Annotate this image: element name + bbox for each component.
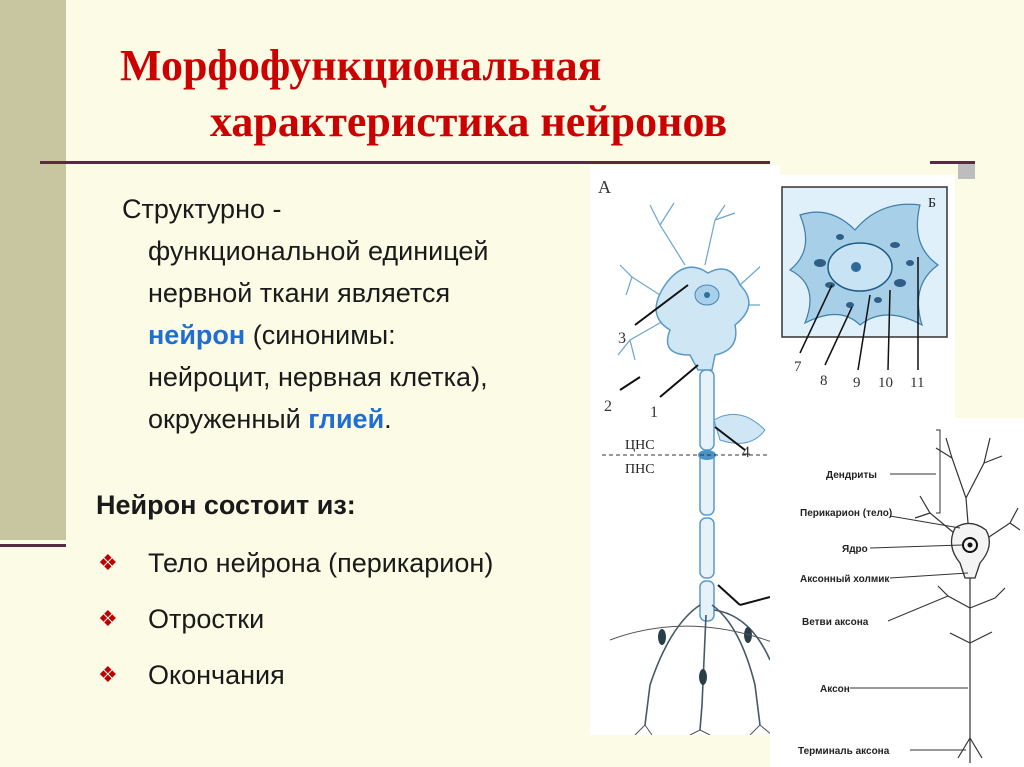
figure-neuron-a: А ЦНС ПНС 3 2 1 4 [590,165,780,735]
intro-line-5: нейроцит, нервная клетка), [148,362,488,392]
figure-b-number: 7 [794,359,802,375]
term-neuron: нейрон [148,320,246,350]
figure-b-number: 9 [853,375,861,391]
figure-c-label: Дендриты [826,470,877,481]
term-glia: глией [308,404,385,434]
figure-c-label: Аксон [820,684,850,695]
list-item: ❖ Отростки [96,591,493,647]
intro-line-6-suffix: . [384,404,392,434]
title-divider [40,161,770,164]
intro-line-3: нервной ткани является [148,278,451,308]
figure-neuron-labeled: Дендриты Перикарион (тело) Ядро Аксонный… [770,418,1024,767]
figure-c-label: Ядро [842,544,868,555]
diamond-bullet-icon: ❖ [98,662,118,687]
figure-a-number: 2 [604,398,612,415]
figure-b-number: 11 [910,375,924,391]
intro-paragraph: Структурно - функциональной единицей нер… [100,188,590,440]
intro-line-1: Структурно - [122,194,282,224]
figure-c-label: Ветви аксона [802,617,869,628]
title-line-1: Морфофункциональная [120,41,602,90]
list-item-label: Окончания [148,660,285,690]
title-line-2: характеристика нейронов [210,97,728,146]
intro-line-4-rest: (синонимы: [245,320,396,350]
title-divider-right [930,161,975,164]
figure-c-label: Перикарион (тело) [800,508,892,519]
figure-a-number: 1 [650,404,658,421]
side-divider [0,544,66,547]
slide-title: Морфофункциональная характеристика нейро… [70,38,930,150]
figure-a-number: 3 [618,330,626,347]
figure-a-label: А [598,177,611,197]
figure-b-label: Б [928,196,936,211]
list-item-label: Отростки [148,604,265,634]
figure-c-label: Терминаль аксона [798,746,890,757]
diamond-bullet-icon: ❖ [98,550,118,575]
intro-line-4: нейрон (синонимы: [100,314,590,356]
figure-b-number: 10 [878,375,893,391]
list-item: ❖ Тело нейрона (перикарион) [96,535,493,591]
figure-b-number: 8 [820,373,828,389]
cell-body-c [950,522,991,579]
decorative-block [958,164,975,179]
pns-label: ПНС [625,462,655,477]
figure-a-number: 4 [742,444,750,461]
list-item: ❖ Окончания [96,647,493,703]
composed-heading: Нейрон состоит из: [96,490,356,520]
figure-c-label: Аксонный холмик [800,574,890,585]
side-bar [0,0,66,540]
cell-body-a [655,266,750,371]
intro-line-2: функциональной единицей [148,236,489,266]
intro-line-6: окруженный глией. [100,398,590,440]
cns-label: ЦНС [625,438,655,453]
component-list: ❖ Тело нейрона (перикарион) ❖ Отростки ❖ Ок… [96,535,493,703]
list-item-label: Тело нейрона (перикарион) [148,548,494,578]
diamond-bullet-icon: ❖ [98,606,118,631]
figure-perikaryon-b: Б 7 8 9 10 11 [760,175,955,425]
intro-line-6-prefix: окруженный [148,404,309,434]
